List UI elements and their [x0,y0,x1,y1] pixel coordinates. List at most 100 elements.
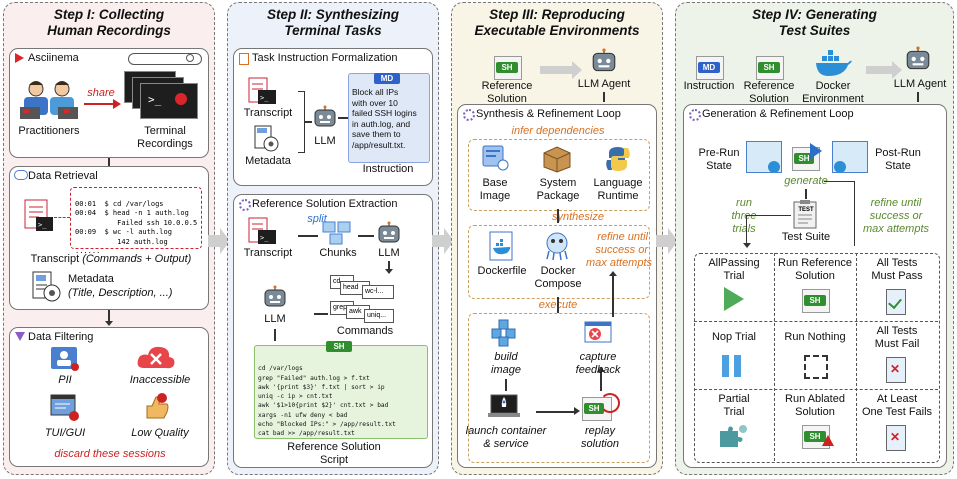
flow-arrow [603,92,605,102]
table-divider [856,253,857,461]
llm-agent-label: LLM Agent [893,78,947,90]
terminal-window-icon [140,83,198,119]
flow-arrow [108,310,110,324]
task-formalization-label: Task Instruction Formalization [252,52,398,64]
check-clipboard-icon [886,289,906,315]
play-trial-icon [724,287,744,311]
launch-container-label: launch container& service [465,425,547,450]
search-icon [186,54,194,62]
llm-agent-label: LLM Agent [577,78,631,90]
table-row: Nop Trial [711,331,757,343]
chunks-label: Chunks [319,247,357,259]
dockerfile-label: Dockerfile [477,265,527,277]
table-cell: Run Nothing [784,331,846,343]
flow-arrow-head [609,271,617,276]
llm-label: LLM [378,247,400,259]
system-package-icon [543,146,571,173]
table-divider [774,253,775,461]
inaccessible-cloud-icon [137,346,175,369]
fail-clipboard-icon [886,357,906,383]
execute-group [468,313,650,463]
instruction-label: Instruction [362,163,414,175]
transcript-icon: >_ [248,77,276,104]
flow-arrow [866,66,894,74]
metadata-sub-label: (Title, Description, ...) [68,287,173,299]
sh-badge: SH [326,341,352,352]
asciinema-box: Asciinema Practitioners share >_ Termina… [9,48,209,158]
gear-icon [463,109,475,121]
llm-robot-icon [314,105,336,127]
replay-icon [600,393,620,413]
filter-icon [15,332,25,341]
md-badge: MD [698,62,720,73]
llm-label: LLM [314,135,336,147]
cross-icon: ✕ [890,430,901,444]
svg-text:>_: >_ [38,221,47,229]
share-arrow-head [113,99,121,109]
instruction-card [348,73,430,163]
inaccessible-label: Inaccessible [129,374,191,386]
tui-gui-label: TUI/GUI [44,427,86,439]
sh-badge: SH [804,431,826,442]
low-quality-icon [146,393,169,419]
launch-container-icon [488,394,520,417]
metadata-label: Metadata [68,273,114,285]
generate-label: generate [784,175,828,187]
docker-group [468,225,650,299]
play-icon [175,93,187,105]
data-filtering-box: Data Filtering PII Inaccessible TUI/GUI … [9,327,209,467]
forward-icon [834,161,846,173]
flow-arrow-head [597,367,605,372]
puzzle-icon [720,425,747,447]
flow-arrow [557,297,559,313]
dependencies-group [468,139,650,211]
llm-agent-robot-icon [592,48,616,72]
flow-arrow [557,209,559,223]
refine-connector [824,181,855,246]
ref-extraction-label: Reference Solution Extraction [252,198,398,210]
feedback-loop-arrow [612,273,614,317]
sh-badge: SH [758,62,780,73]
llm-label: LLM [264,313,286,325]
share-label: share [87,87,115,99]
synthesize-label: synthesize [552,211,604,223]
test-clipboard-icon [793,200,817,229]
flow-arrow-head [892,61,902,79]
dockerfile-icon [489,231,513,261]
split-label: split [307,213,327,225]
flow-arrow [600,369,602,391]
flow-arrow [358,235,374,237]
command-tag: wc-l... [362,285,394,299]
discard-label: discard these sessions [54,448,166,460]
play-icon [810,143,822,159]
flow-arrow [917,92,919,102]
sh-badge: SH [804,295,826,306]
flow-arrow [540,66,574,74]
trial-connector [746,215,791,246]
chunks-icon [322,221,351,245]
docker-whale-icon [816,50,852,76]
search-bar[interactable] [128,53,202,65]
flow-arrow [108,158,110,166]
docker-compose-icon [546,232,568,261]
flow-arrow [536,411,576,413]
